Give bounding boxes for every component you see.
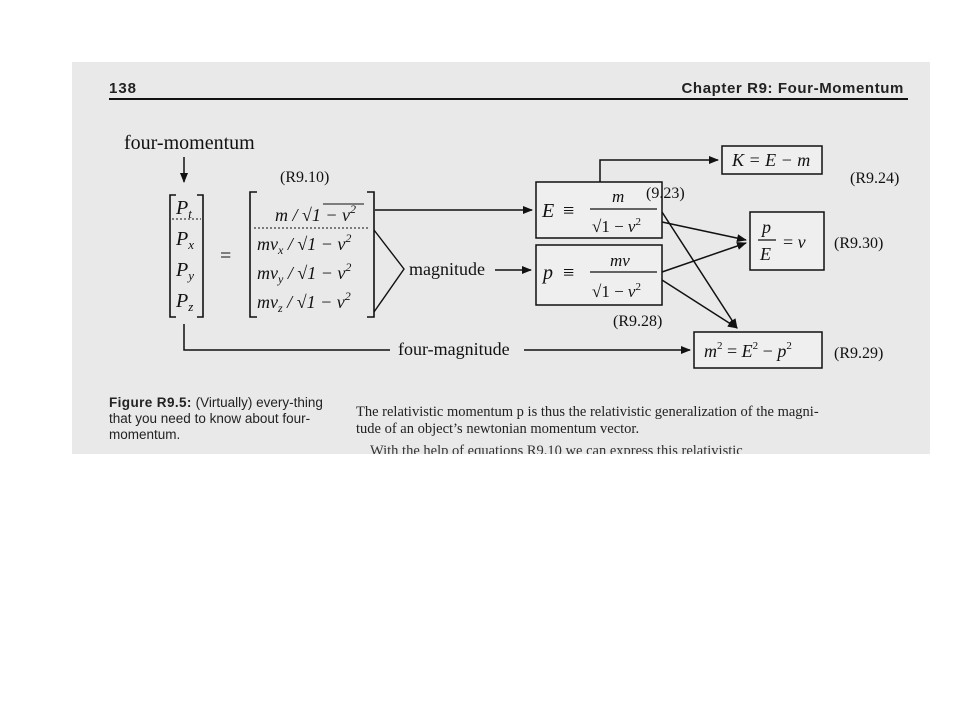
right-matrix-bracket-close — [367, 191, 375, 318]
svg-text:√1 − v2: √1 − v2 — [592, 281, 641, 301]
four-magnitude-line-left — [183, 324, 390, 351]
momentum-equation: p ≡ mv √1 − v2 — [541, 251, 657, 301]
eq-tag-r9-28: (R9.28) — [613, 313, 662, 330]
arrow-energy-to-kinetic — [599, 156, 719, 182]
svg-text:p: p — [760, 217, 771, 237]
eq-tag-9-23: (9.23) — [646, 185, 685, 202]
body-line-1: The relativistic momentum p is thus the … — [356, 404, 819, 420]
kinetic-energy-equation: K = E − m — [731, 150, 810, 170]
component-pz: Pz — [175, 290, 193, 314]
velocity-box — [749, 211, 825, 271]
eq-tag-r9-29: (R9.29) — [834, 345, 883, 362]
mass-box — [693, 331, 823, 369]
eq-tag-r9-10: (R9.10) — [280, 169, 329, 186]
page-number: 138 — [109, 80, 138, 97]
caption-label: Figure R9.5: — [109, 395, 192, 410]
arrow-energy-to-velocity — [661, 221, 747, 243]
svg-text:E: E — [759, 244, 771, 264]
body-line-2: tude of an object’s newtonian momentum v… — [356, 421, 640, 437]
eq-tag-r9-30: (R9.30) — [834, 235, 883, 252]
equals-sign: = — [220, 245, 231, 267]
velocity-equation: p E = v — [758, 217, 806, 264]
chapter-title: Chapter R9: Four-Momentum — [681, 80, 904, 97]
left-matrix-bracket-close — [197, 194, 204, 318]
svg-text:≡: ≡ — [563, 262, 574, 284]
energy-equation: E ≡ m √1 − v2 — [541, 187, 657, 236]
magnitude-chevron — [373, 229, 405, 313]
left-matrix-bracket-open — [169, 194, 176, 318]
eq-tag-r9-24: (R9.24) — [850, 170, 899, 187]
header-rule — [109, 98, 908, 100]
svg-text:m: m — [612, 187, 624, 206]
mass-equation: m2 = E2 − p2 — [704, 340, 792, 361]
body-line-3-cutoff: With the help of equations R9.10 we can … — [370, 443, 743, 454]
four-momentum-label: four-momentum — [124, 132, 255, 154]
entry-y: mvy / √1 − v2 — [257, 260, 351, 286]
svg-text:√1 − v2: √1 − v2 — [592, 216, 641, 236]
momentum-box — [535, 244, 663, 306]
component-px: Px — [175, 228, 194, 252]
right-matrix-bracket-open — [249, 191, 257, 318]
entry-t: m / √1 − v2 — [275, 202, 356, 225]
svg-text:p: p — [541, 262, 553, 284]
scanned-page: 138 Chapter R9: Four-Momentum four-momen… — [72, 62, 930, 454]
four-magnitude-label: four-magnitude — [398, 339, 510, 359]
arrow-momentum-to-mass — [661, 279, 738, 329]
component-pt: Pt — [175, 197, 192, 221]
svg-text:≡: ≡ — [563, 200, 574, 222]
matrix-entries: m / √1 − v2 mvx / √1 − v2 mvy / √1 − v2 … — [257, 202, 356, 315]
magnitude-label: magnitude — [409, 259, 485, 279]
four-momentum-figure: four-momentum Pt Px Py Pz = (R9.10) m / … — [124, 132, 899, 369]
entry-z: mvz / √1 − v2 — [257, 289, 351, 315]
body-paragraph: The relativistic momentum p is thus the … — [356, 404, 916, 438]
entry-x: mvx / √1 − v2 — [257, 231, 351, 257]
caption-text: (Virtually) every-thing that you need to… — [109, 395, 323, 442]
arrow-energy-to-mass — [661, 211, 738, 329]
arrow-momentum-to-velocity — [661, 242, 747, 273]
svg-text:E: E — [541, 200, 554, 222]
kinetic-energy-box — [721, 145, 823, 175]
svg-text:= v: = v — [783, 232, 806, 252]
component-py: Py — [175, 259, 194, 283]
svg-text:mv: mv — [610, 251, 630, 270]
figure-caption: Figure R9.5: (Virtually) every-thing tha… — [109, 395, 349, 443]
energy-box — [535, 181, 663, 239]
